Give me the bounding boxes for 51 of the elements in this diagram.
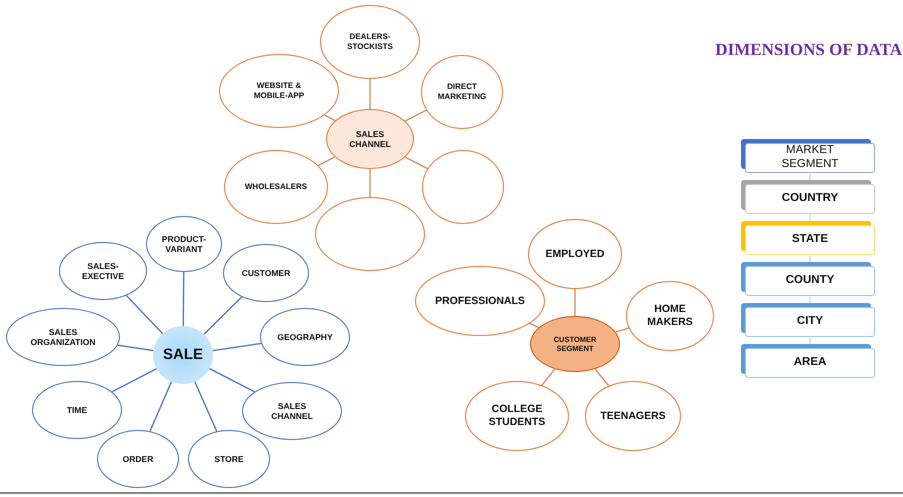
- center-circle: [153, 326, 213, 384]
- node-label: CUSTOMER: [242, 268, 290, 278]
- node-label: GEOGRAPHY: [277, 332, 333, 342]
- connector-line: [404, 156, 428, 170]
- connector-line: [118, 344, 154, 352]
- connector-line: [182, 272, 184, 326]
- connector-line: [212, 342, 262, 352]
- node-label: MARKET SEGMENT: [780, 144, 840, 172]
- connector-line: [574, 289, 576, 316]
- connector-line: [318, 156, 336, 166]
- connector-line: [204, 296, 242, 335]
- node-label: TEENAGERS: [600, 410, 666, 422]
- node-label: SALES ORGANIZATION: [29, 326, 96, 348]
- node-label: SALES CHANNEL: [348, 128, 392, 150]
- node-label: DEALERS- STOCKISTS: [346, 32, 394, 52]
- connector-line: [541, 368, 556, 386]
- node-label: STORE: [214, 454, 244, 464]
- connector-line: [149, 382, 172, 432]
- connector-line: [369, 169, 371, 197]
- node-label: SALE: [162, 346, 203, 364]
- node-label: PRODUCT- VARIANT: [160, 234, 208, 254]
- node-label: SALES CHANNEL: [270, 400, 314, 422]
- node-label: AREA: [794, 356, 826, 370]
- dimension-ellipse: [146, 216, 222, 272]
- connector-line: [126, 295, 164, 334]
- node-label: WEBSITE & MOBILE-APP: [252, 81, 306, 101]
- diagram-title: DIMENSIONS OF DATA: [714, 40, 902, 60]
- node-label: CITY: [796, 315, 824, 329]
- connector-line: [529, 322, 539, 328]
- connector-line: [594, 368, 610, 386]
- node-label: COLLEGE STUDENTS: [488, 403, 546, 429]
- center-ellipse: [530, 316, 620, 372]
- connector-line: [324, 114, 336, 122]
- center-ellipse: [326, 109, 414, 169]
- connector-line: [615, 328, 629, 333]
- connector-line: [369, 79, 371, 109]
- node-label: WHOLESALERS: [244, 182, 308, 192]
- node-label: ORDER: [122, 454, 154, 464]
- node-label: DIRECT MARKETING: [436, 82, 488, 102]
- node-label: SALES- EXECTIVE: [80, 260, 126, 282]
- node-label: HOME MAKERS: [646, 303, 694, 329]
- node-label: TIME: [66, 404, 88, 416]
- node-label: STATE: [792, 233, 828, 247]
- node-label: COUNTRY: [782, 192, 838, 206]
- node-label: EMPLOYED: [546, 248, 604, 260]
- node-label: COUNTY: [786, 274, 834, 288]
- connector-line: [209, 368, 255, 392]
- connector-line: [112, 368, 157, 392]
- connector-line: [404, 110, 427, 122]
- connector-line: [194, 381, 218, 432]
- node-label: PROFESSIONALS: [435, 294, 525, 308]
